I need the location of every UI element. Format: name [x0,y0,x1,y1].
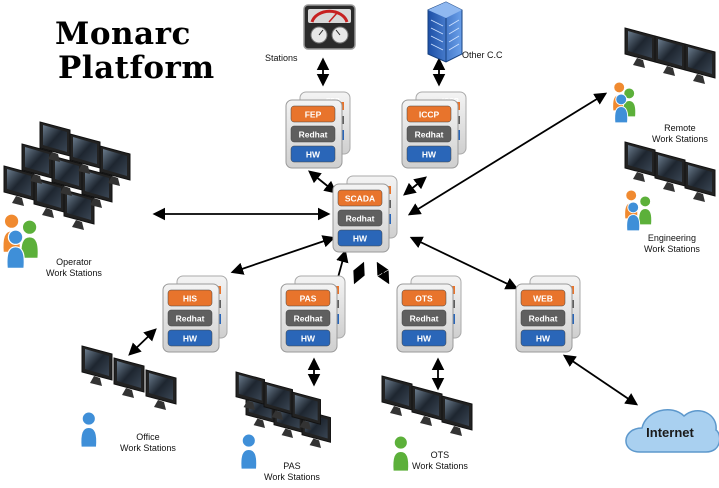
server-iccp-mid-label: Redhat [415,130,444,140]
monitor-icon [291,391,321,430]
connection-arrow [353,261,365,285]
server-scada-bottom-label: HW [353,234,368,244]
server-fep-mid-label: Redhat [299,130,328,140]
user-icon [626,201,641,232]
monitor-icon [411,385,443,426]
connection-arrow [230,235,336,275]
server-pas-top-label: PAS [300,294,317,304]
connection-arrow [403,176,427,196]
connection-arrows [128,57,639,406]
server-his-bottom-label: HW [183,334,198,344]
connection-arrow [407,92,608,216]
server-ots-bottom-label: HW [417,334,432,344]
server-stack-iccp: ICCPICCPRedhatHW [401,91,467,169]
monitor-icon [145,369,177,410]
other-cc-label: Other C.C [462,50,503,60]
monitor-icon [3,165,35,206]
server-stacks: FEPFEPRedhatHWICCPICCPRedhatHWSCADARedha… [162,91,581,353]
server-fep-top-label: FEP [305,110,322,120]
monitor-icon [441,395,473,436]
monitor-icon [63,189,95,230]
monitor-icon [381,375,413,416]
user-icon [240,433,258,470]
server-ots-mid-label: Redhat [410,314,439,324]
stations-gauge-icon [303,4,356,50]
user-icon [20,219,39,260]
server-pas-bottom-label: HW [301,334,316,344]
server-fep-bottom-label: HW [306,150,321,160]
user-figures [2,81,653,472]
monitor-icon [39,121,71,162]
internet-label: Internet [646,425,694,440]
user-icon [6,229,25,270]
server-iccp-bottom-label: HW [422,150,437,160]
monitor-icon [21,143,53,184]
monitor-icon [684,161,716,202]
other-cc-building-icon [427,1,463,63]
server-ots-top-label: OTS [415,294,433,304]
connection-arrow [308,170,337,194]
stations-label: Stations [265,53,298,63]
monitor-icon [33,177,65,218]
internet-cloud-icon: Internet [625,409,719,453]
monitor-icon [51,155,83,196]
server-web-mid-label: Redhat [529,314,558,324]
workstation-monitors [3,27,716,448]
user-icon [638,195,653,226]
server-web-bottom-label: HW [536,334,551,344]
monitor-icon [113,357,145,398]
monitor-icon [654,35,686,76]
connection-arrow [562,354,639,406]
connection-arrow [376,261,390,285]
server-scada-top-label: SCADA [345,194,375,204]
monitor-icon [81,345,113,386]
server-scada-mid-label: Redhat [346,214,375,224]
monitor-icon [624,27,656,68]
server-stack-fep: FEPFEPRedhatHW [285,91,351,169]
server-his-top-label: HIS [183,294,198,304]
server-pas-mid-label: Redhat [294,314,323,324]
monitor-icon [81,167,113,208]
page-title-line1: Monarc [55,16,191,52]
monitor-icon [69,133,101,174]
monitor-icon [263,381,293,420]
connection-arrow [128,328,157,356]
server-iccp-top-label: ICCP [419,110,440,120]
server-his-mid-label: Redhat [176,314,205,324]
page-title-line2: Platform [58,50,215,86]
monitor-icon [99,145,131,186]
server-web-top-label: WEB [533,294,553,304]
monitor-icon [624,141,656,182]
connection-arrow [409,236,519,290]
user-icon [80,411,98,448]
user-icon [392,435,410,472]
monitor-icon [684,43,716,84]
monitor-icon [654,151,686,192]
user-icon [614,93,629,124]
